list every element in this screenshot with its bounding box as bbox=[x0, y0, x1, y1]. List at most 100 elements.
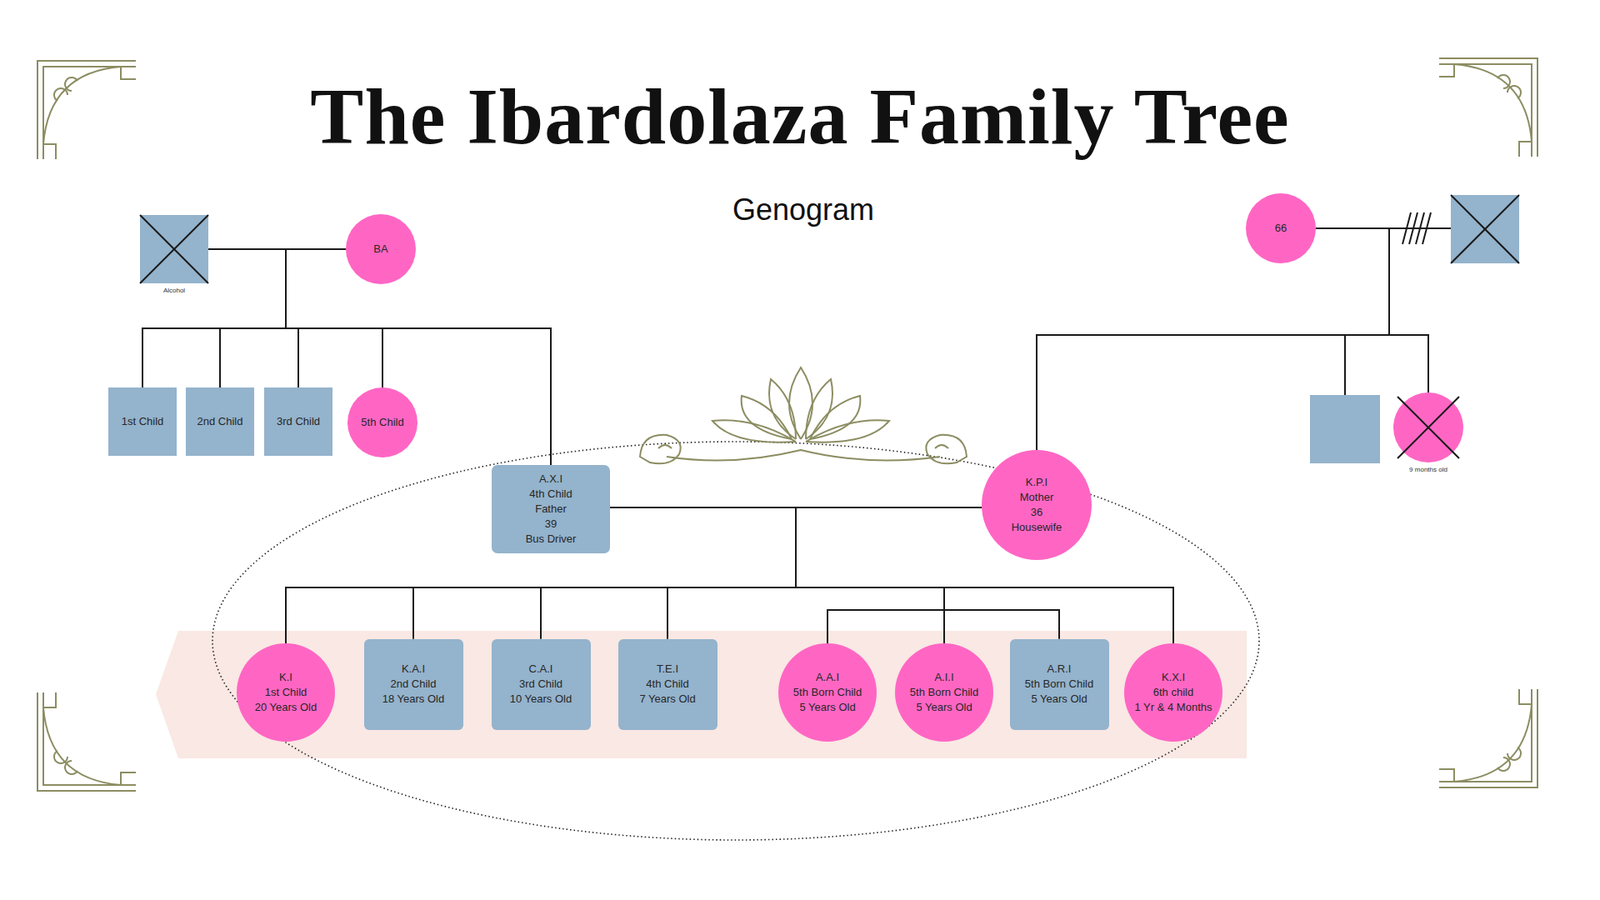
subtitle-label: Genogram bbox=[0, 191, 1600, 229]
corner-ornament bbox=[37, 60, 136, 160]
person-label: 1st Child bbox=[265, 685, 308, 700]
person-label: A.A.I bbox=[815, 670, 840, 685]
person-label: A.X.I bbox=[539, 471, 563, 487]
female-circle-fill bbox=[345, 214, 416, 285]
person-symbol bbox=[1393, 392, 1464, 463]
male-square-fill bbox=[108, 387, 177, 456]
deceased-male-symbol bbox=[1450, 195, 1520, 264]
female-circle: A.I.I5th Born Child5 Years Old bbox=[895, 643, 994, 742]
relationship-line bbox=[610, 507, 796, 640]
male-square-fill bbox=[491, 639, 591, 730]
relationship-line bbox=[220, 249, 346, 388]
person-label: K.A.I bbox=[401, 661, 425, 677]
person-label: 4th Child bbox=[529, 486, 572, 502]
person-label: Bus Driver bbox=[525, 531, 577, 547]
person-label: BA bbox=[373, 241, 388, 257]
person-label: 36 bbox=[1030, 505, 1043, 520]
relationship-line bbox=[795, 507, 982, 644]
male-square: A.X.I4th ChildFather39Bus Driver bbox=[491, 465, 610, 554]
deceased-cross bbox=[140, 215, 209, 284]
divorce-marks bbox=[1402, 212, 1431, 245]
person-label: 4th Child bbox=[645, 676, 689, 692]
lotus-illustration bbox=[640, 367, 967, 464]
female-circle: K.P.IMother36Housewife bbox=[981, 450, 1092, 560]
female-circle-fill bbox=[1245, 193, 1316, 264]
relationship-line bbox=[610, 507, 945, 644]
person-label: 5 Years Old bbox=[799, 700, 855, 715]
person-symbol bbox=[981, 450, 1092, 560]
male-square-fill bbox=[264, 387, 333, 456]
household-boundary bbox=[212, 441, 1260, 840]
female-circle: K.X.I6th child1 Yr & 4 Months bbox=[1124, 643, 1223, 742]
person-label: C.A.I bbox=[529, 661, 554, 677]
person-label: K.P.I bbox=[1025, 475, 1049, 490]
male-square-fill bbox=[1010, 639, 1110, 730]
relationship-line bbox=[1315, 228, 1429, 393]
male-square-fill bbox=[140, 215, 209, 284]
person-label: T.E.I bbox=[656, 661, 679, 677]
female-circle: K.I1st Child20 Years Old bbox=[236, 643, 335, 742]
relationship-line bbox=[795, 507, 1174, 644]
female-circle-fill bbox=[347, 387, 418, 458]
person-label: A.I.I bbox=[934, 670, 954, 685]
person-label: Housewife bbox=[1011, 520, 1063, 535]
person-label: 6th child bbox=[1153, 685, 1194, 700]
relationship-line bbox=[667, 507, 982, 640]
corner-ornament bbox=[1439, 689, 1538, 788]
male-square: Alcohol bbox=[140, 215, 209, 284]
person-symbol bbox=[140, 215, 209, 284]
female-circle: 9 months old bbox=[1393, 392, 1464, 463]
person-label: A.R.I bbox=[1047, 661, 1072, 677]
deceased-cross bbox=[1397, 396, 1460, 459]
male-square: A.R.I5th Born Child5 Years Old bbox=[1010, 639, 1110, 730]
relationship-line bbox=[610, 507, 1174, 644]
person-label: 5th Born Child bbox=[1025, 676, 1094, 692]
male-square-fill bbox=[185, 387, 255, 456]
person-label: 66 bbox=[1275, 220, 1287, 236]
person-label: 5th Born Child bbox=[793, 685, 862, 700]
female-circle-fill bbox=[981, 450, 1092, 560]
person-label: 5th Child bbox=[360, 415, 404, 430]
person-label: 5 Years Old bbox=[915, 700, 972, 715]
male-square: 2nd Child bbox=[185, 387, 255, 456]
relationship-line bbox=[285, 507, 982, 644]
deceased-cross bbox=[1397, 396, 1460, 459]
female-circle-fill bbox=[1393, 392, 1464, 463]
person-label: 2nd Child bbox=[390, 676, 437, 692]
deceased-cross bbox=[140, 215, 209, 284]
relationship-line bbox=[208, 249, 299, 388]
corner-ornament bbox=[1439, 58, 1538, 157]
person-label: K.X.I bbox=[1161, 670, 1185, 685]
male-square: C.A.I3rd Child10 Years Old bbox=[491, 639, 591, 730]
male-square: K.A.I2nd Child18 Years Old bbox=[364, 639, 464, 730]
person-label: 10 Years Old bbox=[510, 691, 572, 707]
male-square-fill bbox=[618, 639, 718, 730]
relationship-line bbox=[795, 507, 982, 644]
person-label: 2nd Child bbox=[197, 414, 244, 430]
relationship-line bbox=[1036, 228, 1390, 450]
person-label: 1st Child bbox=[121, 414, 165, 430]
person-label: 1 Yr & 4 Months bbox=[1135, 700, 1213, 715]
male-symbol bbox=[1310, 395, 1380, 464]
male-square: 3rd Child bbox=[264, 387, 333, 456]
person-label: Father bbox=[535, 501, 567, 517]
person-label: Mother bbox=[1020, 490, 1054, 505]
female-circle-fill bbox=[1124, 643, 1223, 742]
person-label: 7 Years Old bbox=[639, 691, 695, 707]
person-label: 3rd Child bbox=[276, 414, 320, 430]
relationship-line bbox=[285, 249, 346, 388]
person-label: 5 Years Old bbox=[1030, 691, 1087, 707]
female-circle: 5th Child bbox=[347, 387, 418, 458]
male-square-fill bbox=[364, 639, 464, 730]
female-circle-fill bbox=[236, 643, 335, 742]
male-square: 1st Child bbox=[108, 387, 177, 456]
household-band bbox=[155, 630, 1247, 759]
diagram-title: The Ibardolaza Family Tree bbox=[0, 70, 1600, 164]
person-label: 18 Years Old bbox=[382, 691, 445, 707]
person-label: K.I bbox=[279, 670, 293, 685]
symbol-note: Alcohol bbox=[163, 286, 185, 295]
person-label: 5th Born Child bbox=[910, 685, 979, 700]
relationship-line bbox=[610, 507, 945, 644]
person-label: 20 Years Old bbox=[255, 700, 317, 715]
female-circle: A.A.I5th Born Child5 Years Old bbox=[778, 643, 877, 742]
